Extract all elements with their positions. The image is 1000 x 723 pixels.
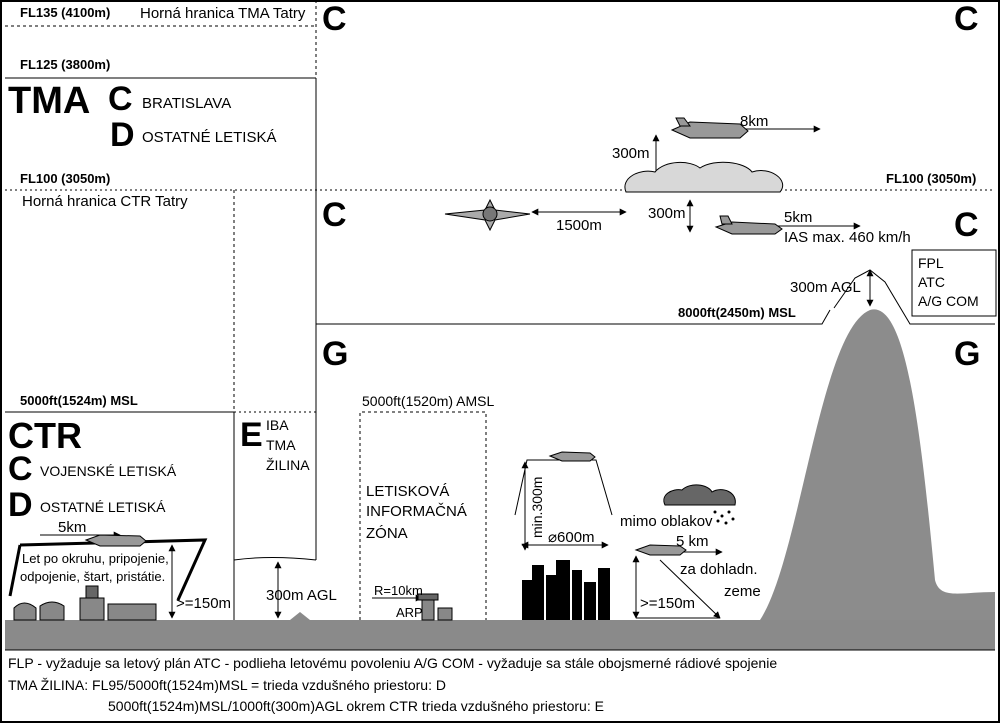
vis-5km-label: 5km [784,209,813,226]
tma-d-text: OSTATNÉ LETISKÁ [142,129,277,146]
gte-150-g-label: >=150m [640,595,696,612]
class-c-top-right: C [954,0,979,38]
fl100-label-left: FL100 (3050m) [20,171,111,186]
fl135-label: FL135 (4100m) [20,5,111,20]
fiz-line1: LETISKOVÁ [366,483,450,500]
fiz-boundary [359,411,487,620]
fiz-line3: ZÓNA [366,525,408,542]
tma-d-letter: D [110,116,135,154]
footer-line1: FLP - vyžaduje sa letový plán ATC - podl… [8,655,778,671]
cloud-rain [713,510,735,525]
aircraft-city [548,451,596,462]
aircraft-ctr [84,534,147,547]
fl135-desc: Horná hranica TMA Tatry [140,5,306,22]
tma-c-text: BRATISLAVA [142,95,232,112]
legend-box [911,249,997,317]
legend-atc: ATC [918,274,945,290]
class-c-mid-right: C [954,206,979,244]
ctr-d-text: OSTATNÉ LETISKÁ [40,499,166,515]
fiz-airport [417,593,453,621]
gte-150-ctr-label: >=150m [176,595,232,612]
sep-300-mid-label: 300m [648,205,686,222]
vis-5km-g-label: 5 km [676,533,709,550]
aircraft-g [634,544,687,556]
e-zone-line3: ŽILINA [266,457,310,473]
aircraft-mid [714,215,783,235]
tma-title: TMA [8,80,91,122]
airport-buildings [13,585,157,621]
fl100-desc: Horná hranica CTR Tatry [22,193,188,210]
agl-300-mountain-label: 300m AGL [790,279,861,296]
mountain-300-line [833,269,995,325]
class-g-left: G [322,335,349,373]
legend-fpl: FPL [918,255,944,271]
vis-8km-label: 8km [740,113,769,130]
agl-300-e-label: 300m AGL [266,587,337,604]
radius-label: R=10km [374,583,423,598]
cloud-storm [663,484,736,506]
ground-vis-line2: zeme [724,583,761,600]
ctr-c-letter: C [8,450,33,488]
footer-line2: TMA ŽILINA: FL95/5000ft(1524m)MSL = trie… [8,677,446,693]
ground [5,612,995,650]
arp-label: ARP [396,605,423,620]
city-skyline [522,560,610,620]
e-zone-bottom [233,557,317,561]
fiz-line2: INFORMAČNÁ [366,503,467,520]
e-zone-line2: TMA [266,437,296,453]
ft5000-amsl-label: 5000ft(1520m) AMSL [362,393,495,409]
min300-label: min.300m [529,476,545,538]
ft8000-label: 8000ft(2450m) MSL [678,305,796,320]
fl125-label: FL125 (3800m) [20,57,111,72]
footer-line3: 5000ft(1524m)MSL/1000ft(300m)AGL okrem C… [108,698,604,714]
legend-ag-com: A/G COM [918,293,979,309]
e-zone-line1: IBA [266,417,289,433]
diam600-label: ⌀600m [548,529,595,546]
fl100-label-right: FL100 (3050m) [886,171,977,186]
class-c-top-left: C [322,0,347,38]
aircraft-top [670,117,749,139]
mountain [760,309,995,620]
class-g-right: G [954,335,981,373]
diam600-value: 600m [557,529,595,546]
ctr-title: CTR [8,415,82,456]
sep-300-top-label: 300m [612,145,650,162]
ft8000-line [316,309,831,325]
circuit-text-1: Let po okruhu, pripojenie, [22,551,169,566]
class-e: E [240,416,263,454]
ground-vis-line1: za dohladn. [680,561,758,578]
ctr-c-text: VOJENSKÉ LETISKÁ [40,463,177,479]
class-c-mid-left: C [322,196,347,234]
ft5000-label: 5000ft(1524m) MSL [20,393,138,408]
sep-1500-label: 1500m [556,217,602,234]
cloud-large [624,161,783,193]
ias-label: IAS max. 460 km/h [784,229,911,246]
clouds-free-label: mimo oblakov [620,513,713,530]
aircraft-front [444,198,531,232]
circuit-pattern [8,538,208,601]
ctr-5km-label: 5km [58,519,87,536]
ctr-d-letter: D [8,486,33,524]
circuit-text-2: odpojenie, štart, pristátie. [20,569,166,584]
arrow-ground-vis [659,559,721,619]
tma-c-letter: C [108,80,133,118]
